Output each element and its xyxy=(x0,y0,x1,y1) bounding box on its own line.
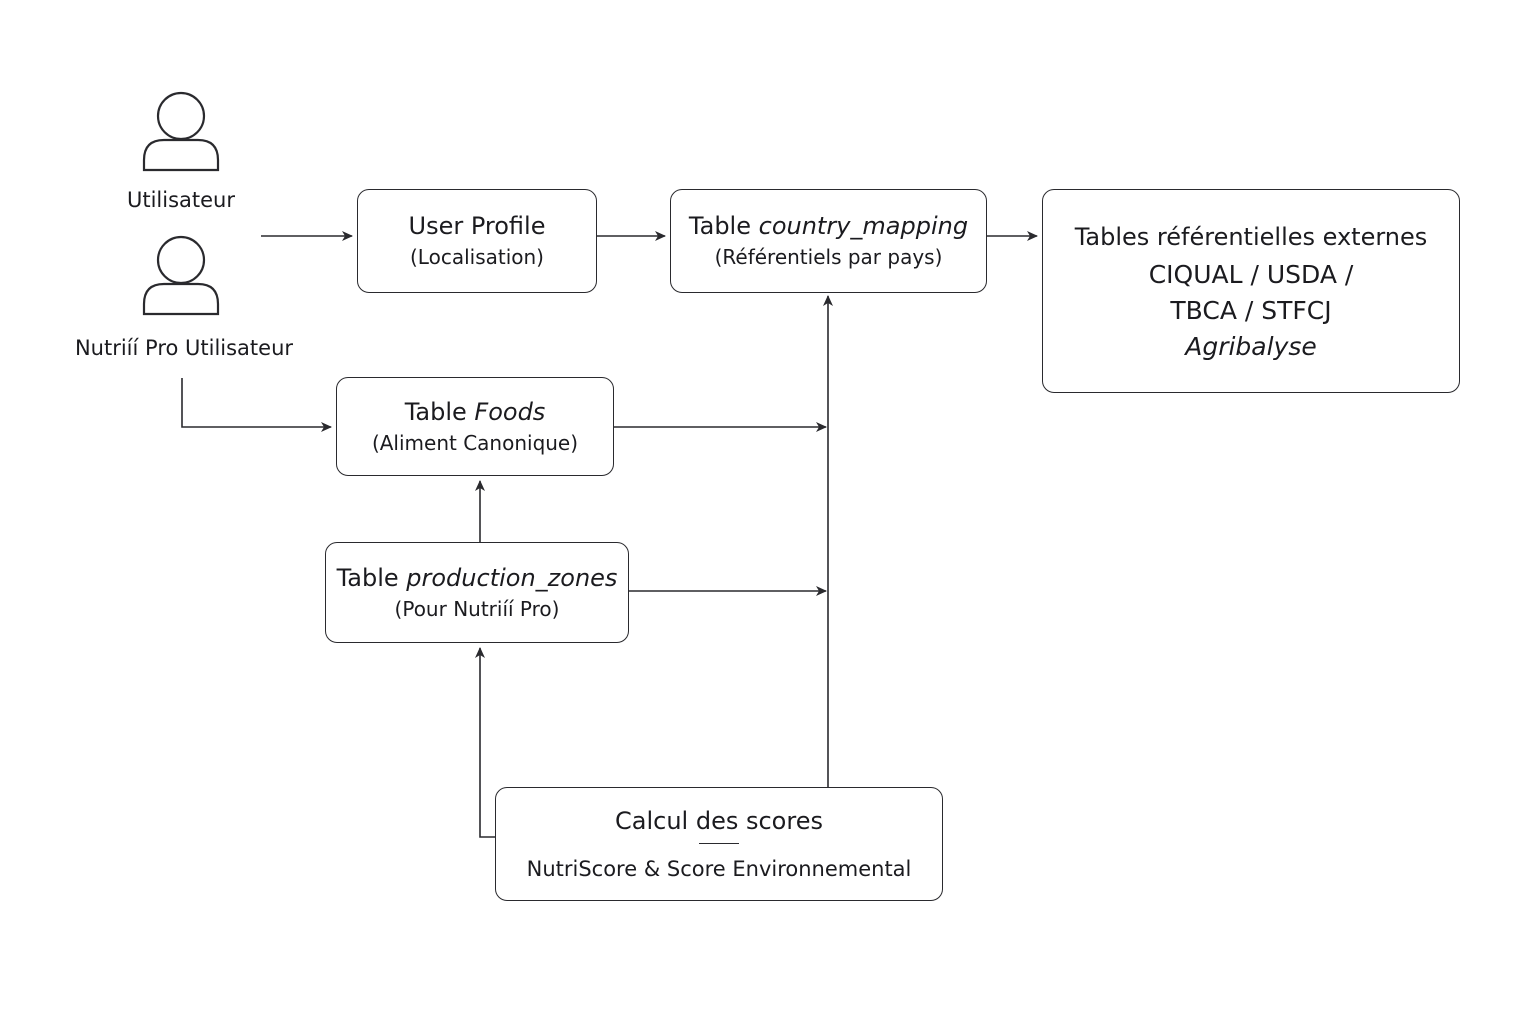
external-tables-title: Tables référentielles externes xyxy=(1074,223,1428,251)
arrow-pro-to-foods xyxy=(181,378,332,432)
scores-box: Calcul des scores NutriScore & Score Env… xyxy=(495,787,943,901)
country-mapping-title-prefix: Table xyxy=(688,212,759,240)
foods-title: Table Foods xyxy=(405,396,546,428)
production-zones-title-prefix: Table xyxy=(336,563,407,592)
user-actor-label: Utilisateur xyxy=(126,188,235,212)
user-profile-title: User Profile xyxy=(408,212,546,240)
user-profile-box: User Profile (Localisation) xyxy=(357,189,597,293)
pro-user-person-icon xyxy=(142,235,220,316)
production-zones-title: Table production_zones xyxy=(337,562,618,594)
country-mapping-box: Table country_mapping (Référentiels par … xyxy=(670,189,987,293)
scores-divider xyxy=(699,842,739,844)
production-zones-box: Table production_zones (Pour Nutriíí Pro… xyxy=(325,542,629,643)
pro-user-actor-label: Nutriíí Pro Utilisateur xyxy=(74,336,294,360)
scores-title: Calcul des scores xyxy=(615,806,823,835)
arrow-scores-to-zones xyxy=(475,647,495,838)
foods-title-name: Foods xyxy=(474,397,546,426)
external-tables-line-tbca-stfcj: TBCA / STFCJ xyxy=(1170,296,1332,325)
scores-subtitle: NutriScore & Score Environnemental xyxy=(526,856,912,881)
country-mapping-title: Table country_mapping xyxy=(689,210,968,242)
foods-table-box: Table Foods (Aliment Canonique) xyxy=(336,377,614,476)
foods-title-prefix: Table xyxy=(404,397,475,426)
external-tables-box: Tables référentielles externes CIQUAL / … xyxy=(1042,189,1460,393)
country-mapping-title-name: country_mapping xyxy=(758,212,969,240)
user-profile-subtitle: (Localisation) xyxy=(410,245,544,269)
external-tables-line-ciqual-usda: CIQUAL / USDA / xyxy=(1148,260,1354,289)
user-person-icon xyxy=(142,91,220,172)
foods-subtitle: (Aliment Canonique) xyxy=(371,430,579,455)
production-zones-title-name: production_zones xyxy=(406,563,618,592)
production-zones-subtitle: (Pour Nutriíí Pro) xyxy=(394,596,560,621)
country-mapping-subtitle: (Référentiels par pays) xyxy=(714,245,943,269)
external-tables-line-agribalyse: Agribalyse xyxy=(1185,332,1317,361)
